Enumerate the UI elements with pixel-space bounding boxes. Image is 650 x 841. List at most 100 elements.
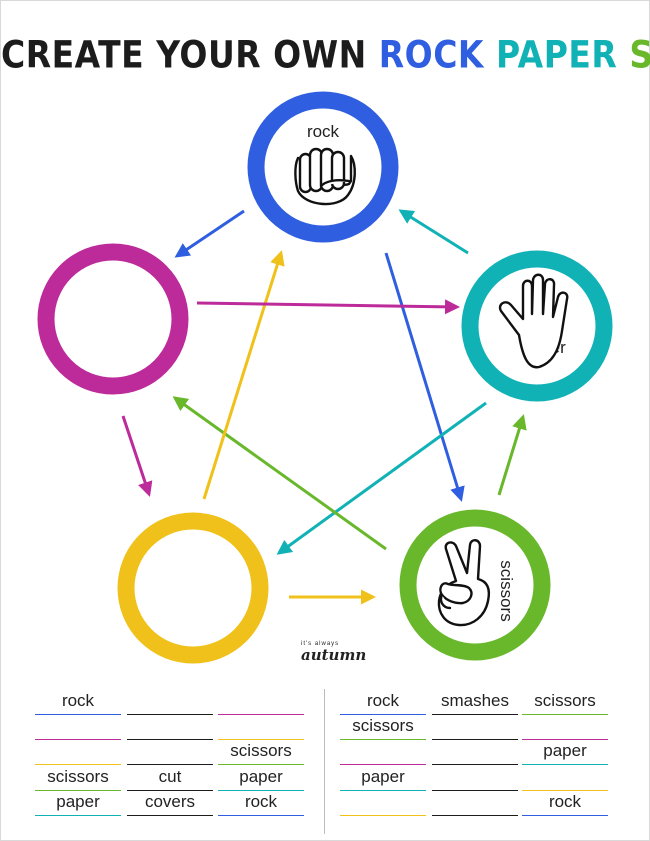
arrow-scissors-to-paper <box>497 414 527 496</box>
worksheet-cell-text: scissors <box>534 691 596 710</box>
worksheet-left-cell[interactable]: paper <box>35 792 121 818</box>
worksheet-cell-underline <box>522 738 608 740</box>
worksheet-right-cell[interactable]: scissors <box>340 716 426 742</box>
arrow-rock-to-magenta <box>174 209 245 258</box>
worksheet-left-cell[interactable]: rock <box>218 792 304 818</box>
fist-icon <box>294 147 356 206</box>
worksheet-cell-underline <box>340 713 426 715</box>
worksheet-left-cell[interactable] <box>127 716 213 742</box>
worksheet-cell-underline <box>127 789 213 791</box>
worksheet-cell-text <box>522 716 608 738</box>
worksheet-right-cell[interactable] <box>340 741 426 767</box>
worksheet-cell-underline <box>340 763 426 765</box>
worksheet-left-cell[interactable] <box>35 716 121 742</box>
worksheet-cell-text: paper <box>543 741 587 760</box>
worksheet-cell-text: rock <box>61 691 95 710</box>
title-prefix: CREATE YOUR OWN <box>1 32 379 77</box>
worksheet-right-cell[interactable] <box>432 767 518 793</box>
logo-big-text: autumn <box>301 646 367 664</box>
arrow-yellow-to-rock <box>202 250 285 500</box>
worksheet-cell-text <box>340 792 426 814</box>
worksheet-cell-underline <box>432 763 518 765</box>
worksheet-left-cell[interactable] <box>127 691 213 717</box>
worksheet-cell-underline <box>127 738 213 740</box>
worksheet-cell-underline <box>218 713 304 715</box>
worksheet-left-cell[interactable]: scissors <box>218 741 304 767</box>
page-title: CREATE YOUR OWN ROCK PAPER SCISSORS <box>1 33 650 77</box>
open-hand-icon <box>498 273 569 369</box>
worksheet-right-cell[interactable] <box>522 767 608 793</box>
peace-hand-icon <box>437 539 491 627</box>
worksheet-cell-underline <box>218 738 304 740</box>
worksheet-left-cell[interactable]: scissors <box>35 767 121 793</box>
worksheet-cell-text <box>127 716 213 738</box>
worksheet-right-cell[interactable] <box>340 792 426 818</box>
worksheet-right-cell[interactable] <box>432 716 518 742</box>
worksheet-cell-text <box>127 691 213 713</box>
worksheet-cell-text <box>340 741 426 763</box>
title-scissors: SCISSORS <box>629 33 650 77</box>
arrow-rock-to-scissors <box>384 252 465 502</box>
worksheet-cell-underline <box>35 763 121 765</box>
worksheet-cell-underline <box>432 738 518 740</box>
worksheet-cell-text <box>432 767 518 789</box>
worksheet-cell-text: rock <box>244 792 278 811</box>
yellow-ring <box>117 512 269 664</box>
brand-logo: it's always autumn <box>301 641 371 665</box>
worksheet-cell-text: paper <box>361 767 405 786</box>
worksheet-cell-text: smashes <box>440 691 510 710</box>
worksheet-right-cell[interactable]: scissors <box>522 691 608 717</box>
worksheet-cell-underline <box>218 814 304 816</box>
worksheet-cell-underline <box>432 814 518 816</box>
scissors-label: scissors <box>497 560 516 621</box>
worksheet-right-cell[interactable]: smashes <box>432 691 518 717</box>
pentagon-diagram: rock paper scissors <box>37 91 613 664</box>
magenta-ring <box>37 243 189 395</box>
arrow-scissors-to-magenta <box>172 396 387 551</box>
worksheet-cell-text: scissors <box>230 741 292 760</box>
worksheet-left-cell[interactable]: paper <box>218 767 304 793</box>
worksheet-cell-text: paper <box>239 767 283 786</box>
worksheet-cell-text <box>35 716 121 738</box>
worksheet-left-cell[interactable] <box>35 741 121 767</box>
worksheet-cell-text <box>218 716 304 738</box>
worksheet-cell-text: paper <box>56 792 100 811</box>
worksheet-cell-text <box>35 741 121 763</box>
worksheet-cell-underline <box>35 789 121 791</box>
worksheet-right-cell[interactable]: paper <box>522 741 608 767</box>
worksheet-cell-text <box>432 716 518 738</box>
worksheet-cell-underline <box>432 713 518 715</box>
worksheet-right-cell[interactable] <box>522 716 608 742</box>
worksheet-left-cell[interactable]: rock <box>35 691 121 717</box>
worksheet-left-cell[interactable]: covers <box>127 792 213 818</box>
worksheet-right-cell[interactable] <box>432 741 518 767</box>
worksheet-cell-underline <box>522 814 608 816</box>
worksheet-cell-text <box>127 741 213 763</box>
worksheet-cell-text <box>218 691 304 713</box>
logo-small-text: it's always <box>301 641 340 647</box>
worksheet-divider <box>324 689 325 834</box>
worksheet-cell-underline <box>218 763 304 765</box>
worksheet-cell-underline <box>218 789 304 791</box>
worksheet-cell-underline <box>522 789 608 791</box>
worksheet-cell-text <box>432 792 518 814</box>
worksheet-cell-text: rock <box>548 792 582 811</box>
worksheet-left-cell[interactable] <box>218 716 304 742</box>
worksheet-right-cell[interactable]: paper <box>340 767 426 793</box>
arrow-magenta-to-yellow <box>121 415 153 497</box>
worksheet-cell-underline <box>127 713 213 715</box>
worksheet-cell-text: rock <box>366 691 400 710</box>
worksheet-left-cell[interactable] <box>218 691 304 717</box>
worksheet-left-cell[interactable]: cut <box>127 767 213 793</box>
worksheet-right-cell[interactable]: rock <box>522 792 608 818</box>
worksheet-cell-underline <box>432 789 518 791</box>
worksheet-left-cell[interactable] <box>127 741 213 767</box>
worksheet-cell-underline <box>127 763 213 765</box>
title-rock: ROCK <box>378 32 484 77</box>
worksheet-cell-underline <box>35 814 121 816</box>
worksheet-right-cell[interactable]: rock <box>340 691 426 717</box>
worksheet-cell-underline <box>340 789 426 791</box>
worksheet-cell-underline <box>340 738 426 740</box>
worksheet-right-cell[interactable] <box>432 792 518 818</box>
arrow-paper-to-rock <box>398 209 469 255</box>
